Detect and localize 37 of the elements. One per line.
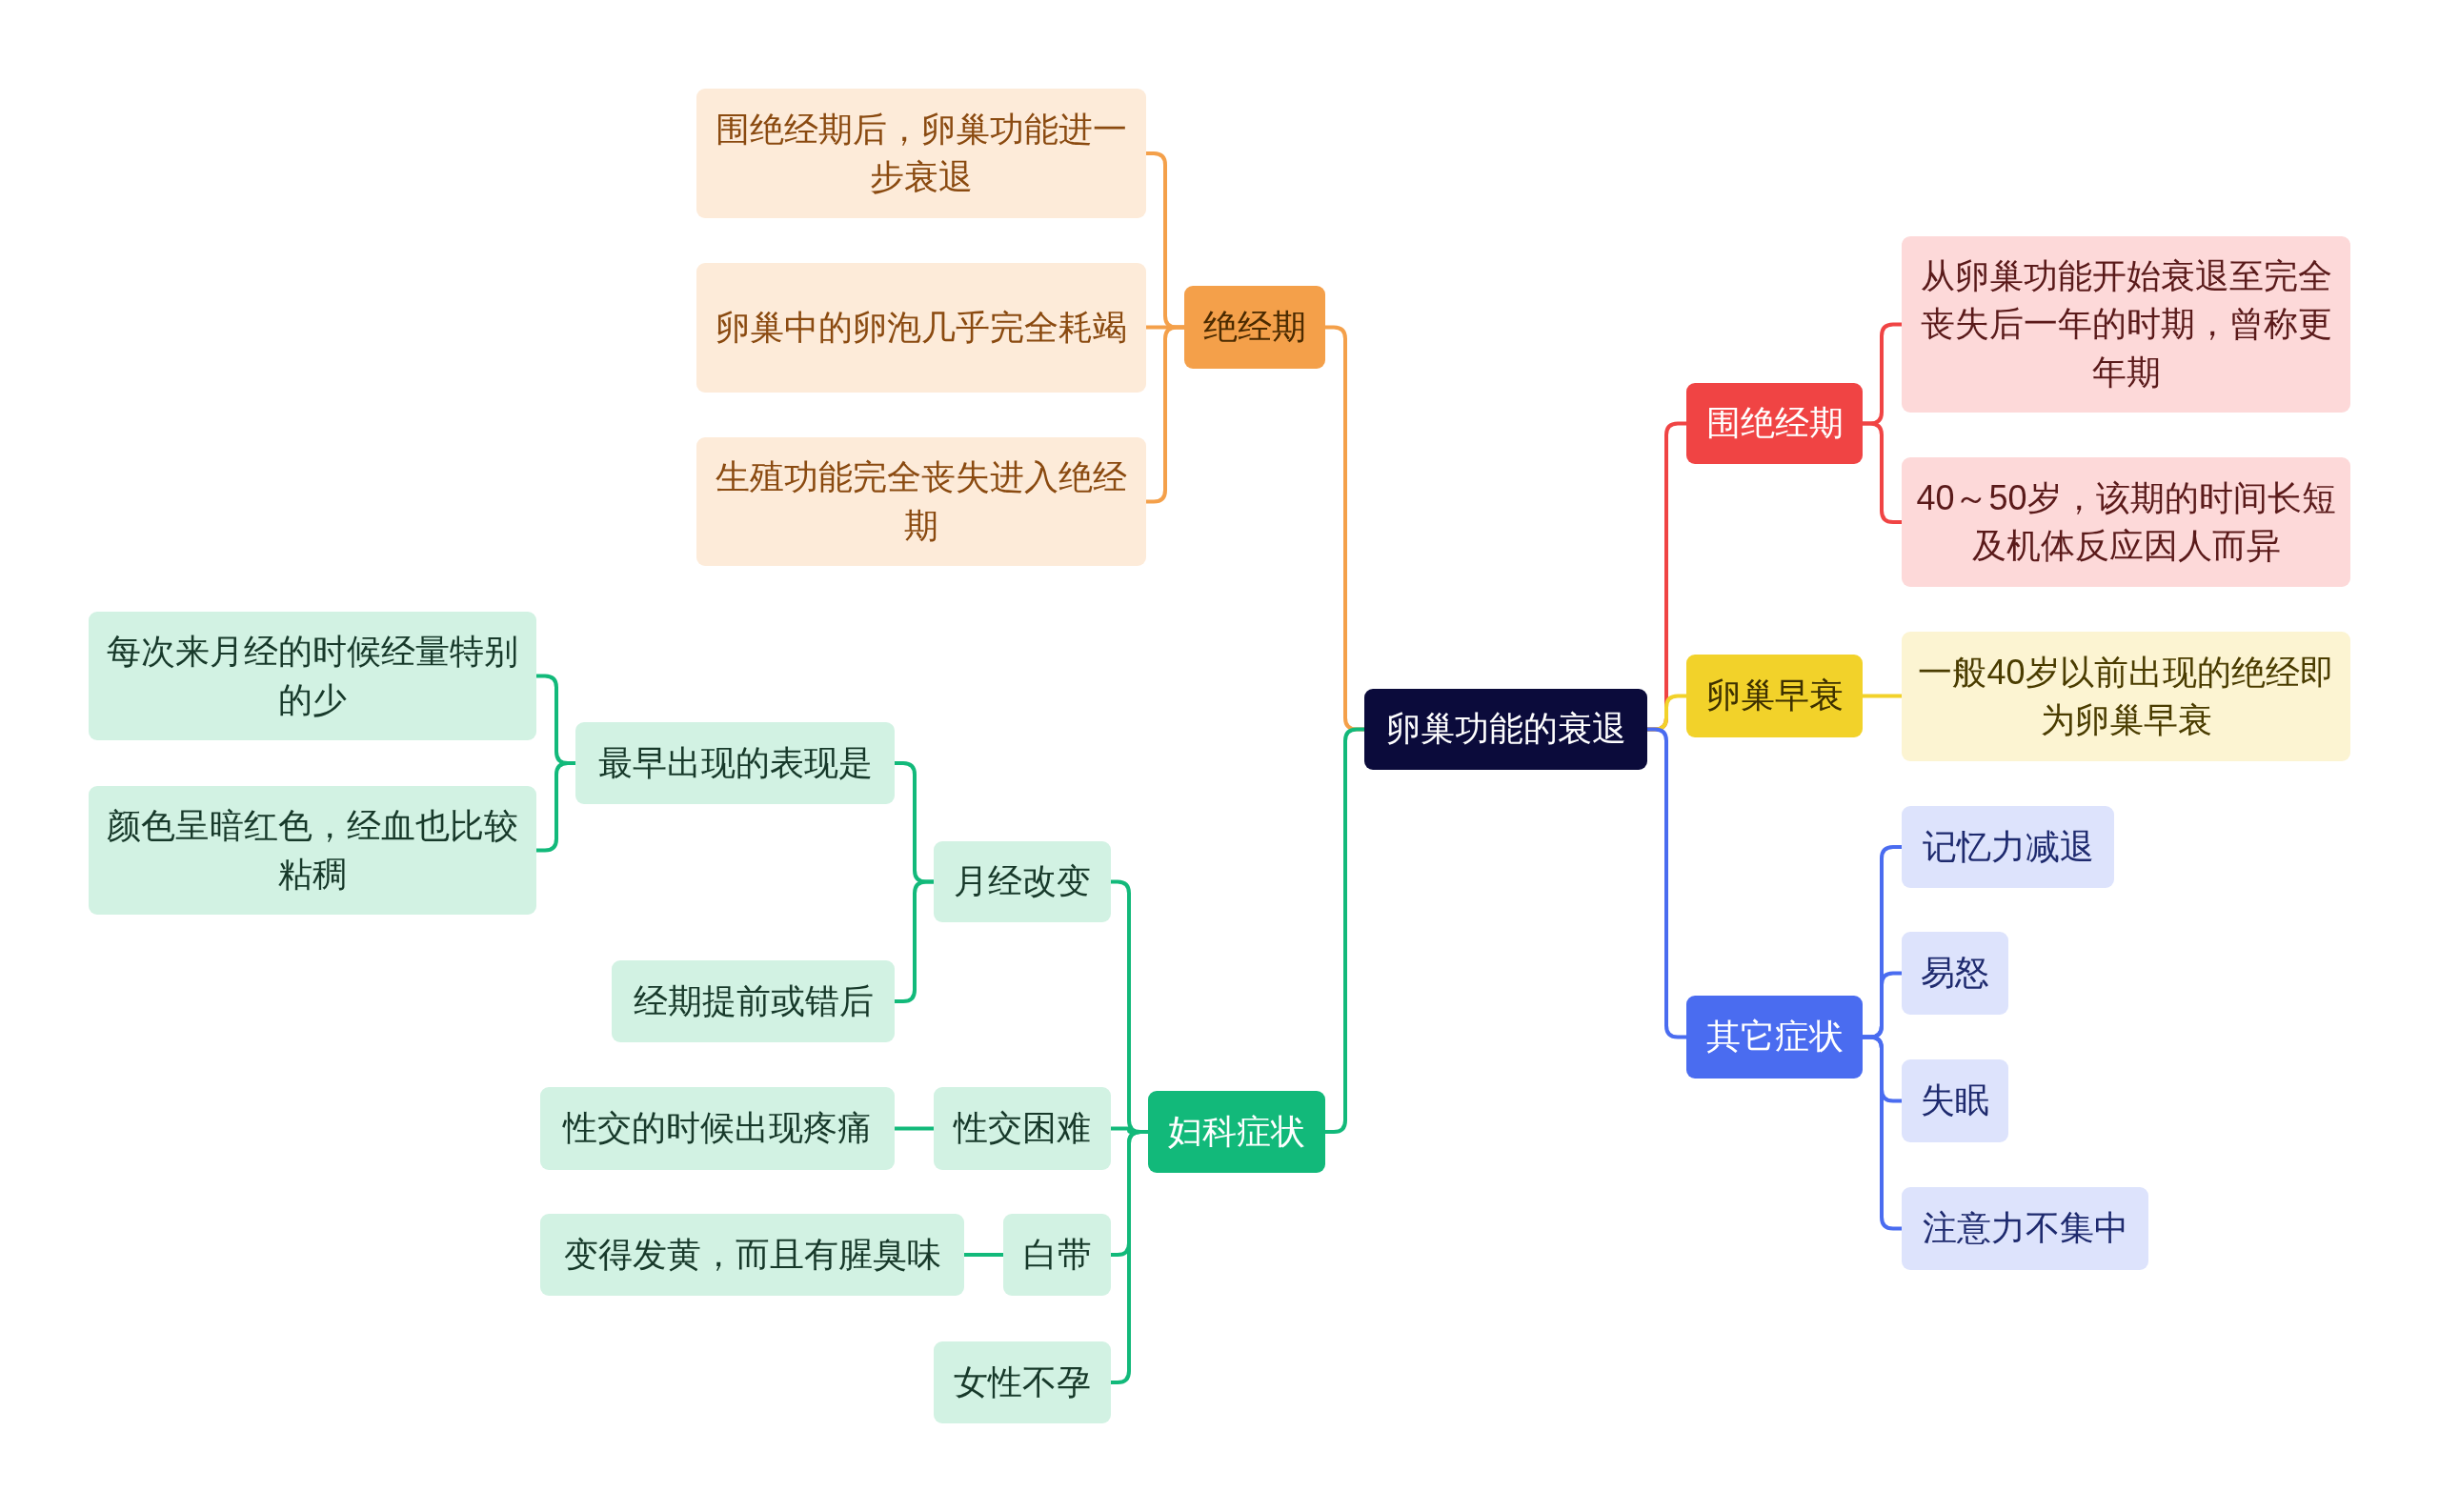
subtopic-box: 月经改变 xyxy=(934,841,1111,922)
subtopic-box: 经期提前或错后 xyxy=(612,960,895,1042)
subtopic-box: 一般40岁以前出现的绝经即为卵巢早衰 xyxy=(1902,632,2350,761)
branch-topic-box: 其它症状 xyxy=(1686,996,1863,1079)
subtopic-box: 最早出现的表现是 xyxy=(575,722,895,804)
subtopic-box: 从卵巢功能开始衰退至完全丧失后一年的时期，曾称更年期 xyxy=(1902,236,2350,413)
connector-line xyxy=(536,761,575,853)
connector-line xyxy=(895,1126,934,1131)
root-topic-box: 卵巢功能的衰退 xyxy=(1364,689,1647,770)
subtopic-box: 性交的时候出现疼痛 xyxy=(540,1087,895,1170)
subtopic-box: 每次来月经的时候经量特别的少 xyxy=(89,612,536,740)
branch-topic-box: 绝经期 xyxy=(1184,286,1325,369)
branch-topic-box: 围绝经期 xyxy=(1686,383,1863,464)
subtopic-box: 颜色呈暗红色，经血也比较粘稠 xyxy=(89,786,536,915)
subtopic-box: 变得发黄，而且有腥臭味 xyxy=(540,1214,964,1296)
connector-line xyxy=(964,1253,1003,1257)
subtopic-box: 注意力不集中 xyxy=(1902,1187,2148,1270)
subtopic-box: 女性不孕 xyxy=(934,1341,1111,1423)
branch-topic-box: 卵巢早衰 xyxy=(1686,655,1863,737)
subtopic-box: 生殖功能完全丧失进入绝经期 xyxy=(696,437,1146,566)
connector-line xyxy=(1325,727,1364,1134)
subtopic-box: 围绝经期后，卵巢功能进一步衰退 xyxy=(696,89,1146,218)
connector-line xyxy=(1863,1035,1902,1231)
connector-line xyxy=(1146,325,1184,504)
connector-line xyxy=(1647,727,1686,1039)
subtopic-box: 易怒 xyxy=(1902,932,2008,1015)
branch-topic-box: 妇科症状 xyxy=(1148,1091,1325,1173)
subtopic-box: 40～50岁，该期的时间长短及机体反应因人而异 xyxy=(1902,457,2350,587)
subtopic-box: 白带 xyxy=(1003,1214,1111,1296)
subtopic-box: 性交困难 xyxy=(934,1087,1111,1170)
connector-line xyxy=(895,879,934,1003)
subtopic-box: 卵巢中的卵泡几乎完全耗竭 xyxy=(696,263,1146,393)
subtopic-box: 失眠 xyxy=(1902,1059,2008,1142)
connector-line xyxy=(1111,1130,1148,1384)
connector-line xyxy=(1863,421,1902,524)
connector-line xyxy=(1863,694,1902,698)
subtopic-box: 记忆力减退 xyxy=(1902,806,2114,888)
